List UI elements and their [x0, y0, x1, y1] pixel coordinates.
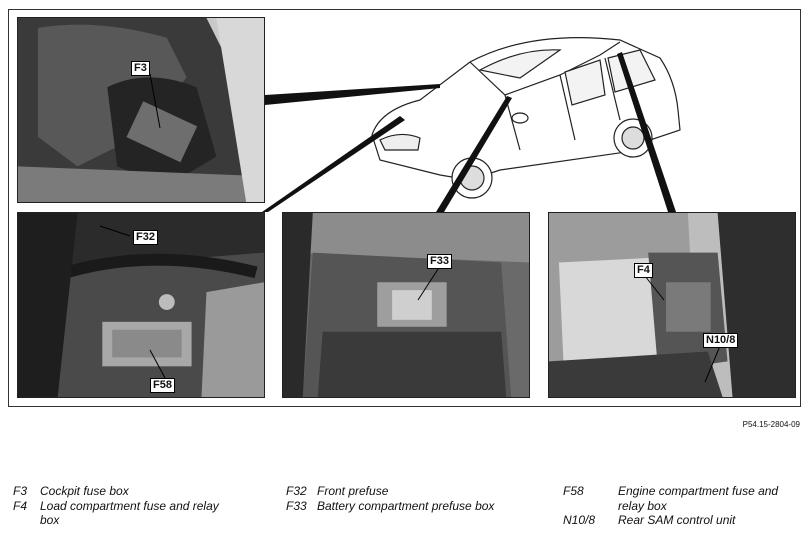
leader-battery [436, 96, 512, 212]
legend-column-1: F3 Cockpit fuse box F4 Load compartment … [13, 484, 240, 528]
cockpit-photo [17, 17, 265, 203]
reference-number: P54.15-2804-09 [742, 420, 800, 429]
callout-f58: F58 [150, 378, 175, 393]
legend-item-n10-8: N10/8 Rear SAM control unit [563, 513, 736, 527]
battery-compartment-photo [282, 212, 530, 398]
callout-f4: F4 [634, 263, 653, 278]
legend-column-2: F32 Front prefuse F33 Battery compartmen… [286, 484, 494, 513]
callout-f32: F32 [133, 230, 158, 245]
callout-n10-8: N10/8 [703, 333, 739, 348]
callout-f3: F3 [131, 61, 150, 76]
leader-engine [262, 116, 405, 212]
legend-item-f32: F32 Front prefuse [286, 484, 389, 498]
legend-item-f33: F33 Battery compartment prefuse box [286, 498, 495, 513]
vehicle-diagram [99, 37, 721, 383]
callout-f33: F33 [427, 254, 452, 269]
vehicle-outline [371, 37, 681, 199]
leader-cockpit [265, 84, 440, 105]
legend-item-f3: F3 Cockpit fuse box [13, 484, 129, 498]
load-compartment-photo [548, 212, 796, 398]
callout-leaders [99, 73, 721, 383]
leader-load [617, 52, 676, 212]
